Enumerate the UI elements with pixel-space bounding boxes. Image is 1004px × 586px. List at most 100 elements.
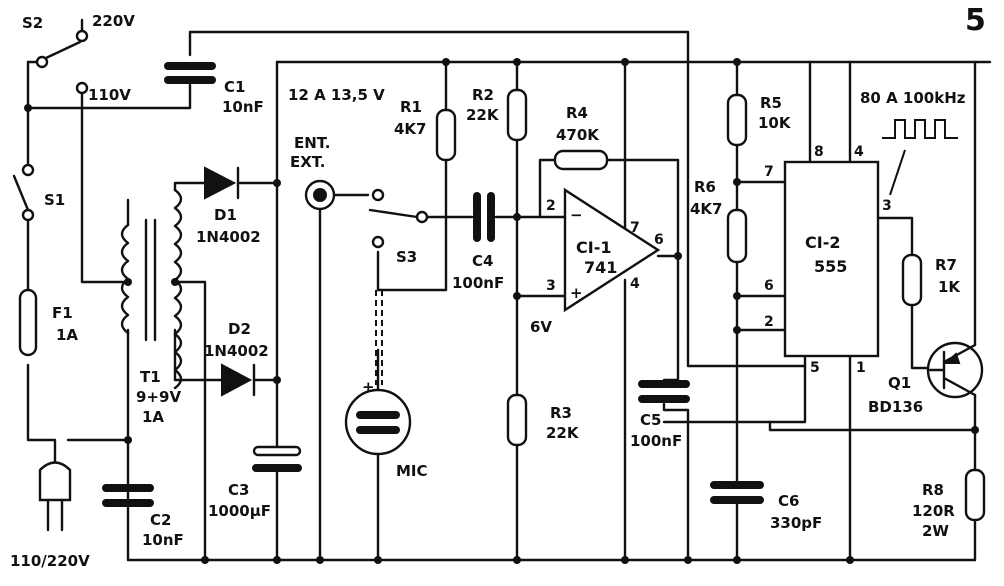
s1-switch — [12, 163, 35, 222]
label-d2: D2 — [228, 320, 251, 338]
c3-capacitor — [252, 445, 302, 472]
s2-switch — [35, 18, 89, 95]
label-s1: S1 — [44, 191, 65, 209]
label-c6: C6 — [778, 492, 799, 510]
label-ext: EXT. — [290, 153, 325, 171]
figure-number: 5 — [965, 3, 986, 38]
label-f1-value: 1A — [56, 326, 78, 344]
label-d1: D1 — [214, 206, 237, 224]
pin-ci1-6: 6 — [654, 232, 664, 248]
c6-capacitor — [710, 481, 764, 504]
label-frequency: 80 A 100kHz — [860, 89, 966, 107]
pin-ci1-4: 4 — [630, 276, 640, 292]
label-c5-value: 100nF — [630, 432, 682, 450]
pin-ci1-3: 3 — [546, 278, 556, 294]
label-d1-value: 1N4002 — [196, 228, 261, 246]
r2-resistor — [506, 88, 528, 142]
label-r3: R3 — [550, 404, 572, 422]
pin-ci1-7: 7 — [630, 220, 640, 236]
label-r6-value: 4K7 — [690, 200, 723, 218]
label-r7: R7 — [935, 256, 957, 274]
label-ci2: CI-2 — [805, 233, 840, 252]
label-r4-value: 470K — [556, 126, 600, 144]
label-r2: R2 — [472, 86, 494, 104]
ci2-555-ic — [783, 160, 880, 358]
q1-transistor — [926, 341, 984, 399]
label-ci1: CI-1 — [576, 238, 611, 257]
label-r8-value1: 120R — [912, 502, 955, 520]
r4-resistor — [553, 149, 609, 171]
label-t1-value2: 1A — [142, 408, 164, 426]
label-r8: R8 — [922, 481, 944, 499]
label-supply-voltage: 12 A 13,5 V — [288, 86, 385, 104]
label-r5-value: 10K — [758, 114, 792, 132]
label-c5: C5 — [640, 411, 661, 429]
label-220v: 220V — [92, 12, 135, 30]
pin-ci2-6: 6 — [764, 278, 774, 294]
c5-capacitor — [638, 380, 690, 403]
label-r3-value: 22K — [546, 424, 580, 442]
pin-ci2-5: 5 — [810, 360, 820, 376]
d1-diode — [204, 166, 240, 200]
r3-resistor — [506, 393, 528, 447]
component-labels: 5 S2 220V 110V S1 F1 1A 110/220V T1 9+9V… — [10, 3, 986, 570]
label-c4: C4 — [472, 252, 493, 270]
mains-plug-icon — [38, 461, 72, 532]
label-r5: R5 — [760, 94, 782, 112]
pin-ci2-7: 7 — [764, 164, 774, 180]
label-t1: T1 — [140, 368, 161, 386]
label-c1: C1 — [224, 78, 245, 96]
s3-switch — [368, 188, 429, 249]
label-ci1-value: 741 — [584, 258, 617, 277]
r7-resistor — [901, 253, 923, 307]
d2-diode — [221, 363, 256, 397]
label-plug: 110/220V — [10, 552, 90, 570]
label-c3-value: 1000µF — [208, 502, 271, 520]
label-mic: MIC — [396, 462, 428, 480]
ent-ext-jack — [304, 179, 336, 211]
pin-ci2-3: 3 — [882, 198, 892, 214]
label-c4-value: 100nF — [452, 274, 504, 292]
label-r1-value: 4K7 — [394, 120, 427, 138]
c1-capacitor — [164, 62, 216, 84]
label-c6-value: 330pF — [770, 514, 822, 532]
label-q1: Q1 — [888, 374, 911, 392]
r6-resistor — [726, 208, 748, 264]
pin-ci2-8: 8 — [814, 144, 824, 160]
label-r2-value: 22K — [466, 106, 500, 124]
r1-resistor — [435, 108, 457, 162]
pin-ci2-2: 2 — [764, 314, 774, 330]
r5-resistor — [726, 93, 748, 147]
label-c3: C3 — [228, 481, 249, 499]
label-ent: ENT. — [294, 134, 330, 152]
f1-fuse — [18, 288, 38, 357]
label-r4: R4 — [566, 104, 588, 122]
mic-icon — [344, 290, 412, 456]
square-wave-icon — [882, 119, 958, 196]
ci1-opamp — [563, 187, 661, 313]
label-ci2-value: 555 — [814, 257, 847, 276]
label-r7-value: 1K — [938, 278, 961, 296]
label-f1: F1 — [52, 304, 73, 322]
opamp-minus: − — [570, 206, 583, 224]
label-110v: 110V — [88, 86, 131, 104]
label-r8-value2: 2W — [922, 522, 949, 540]
label-s3: S3 — [396, 248, 417, 266]
pin-ci1-2: 2 — [546, 198, 556, 214]
c2-capacitor — [102, 484, 154, 507]
label-q1-value: BD136 — [868, 398, 923, 416]
pin-ci2-1: 1 — [856, 360, 866, 376]
label-r1: R1 — [400, 98, 422, 116]
t1-transformer — [120, 188, 183, 390]
label-c2-value: 10nF — [142, 531, 184, 549]
pin-numbers: 2 3 6 7 4 7 8 4 6 2 3 5 1 — [546, 144, 892, 376]
label-6v: 6V — [530, 318, 552, 336]
label-c1-value: 10nF — [222, 98, 264, 116]
label-d2-value: 1N4002 — [204, 342, 269, 360]
label-r6: R6 — [694, 178, 716, 196]
r8-resistor — [964, 468, 986, 522]
label-c2: C2 — [150, 511, 171, 529]
opamp-plus: + — [570, 284, 583, 302]
c4-capacitor — [473, 192, 495, 242]
